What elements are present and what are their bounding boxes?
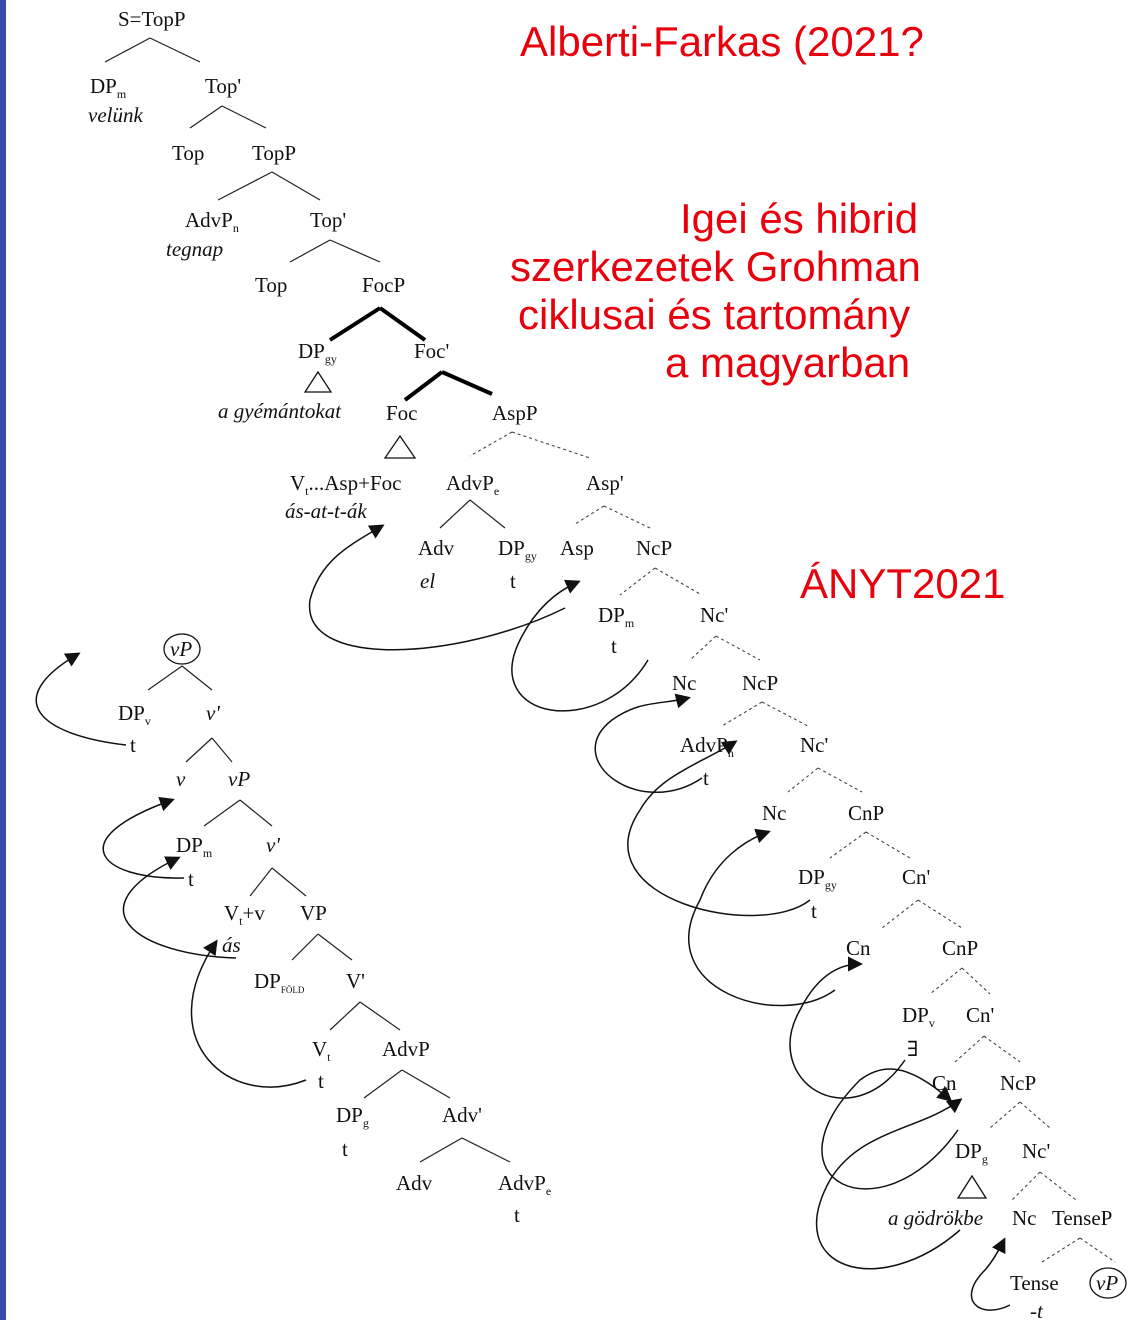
trace-dp-m-diag: t xyxy=(611,634,617,658)
exists-dp-v: ∃ xyxy=(907,1037,918,1061)
node-v-head: v xyxy=(176,767,186,791)
diagonal-tree: DPm t Nc' Nc NcP AdvPn t Nc' Nc CnP DPgy… xyxy=(598,603,1127,1320)
node-nc-1: Nc xyxy=(672,671,697,695)
node-adv-bar: Adv' xyxy=(442,1103,482,1127)
node-s-topp: S=TopP xyxy=(118,7,186,31)
node-focp: FocP xyxy=(362,273,405,297)
node-ncp-3: NcP xyxy=(1000,1071,1036,1095)
node-dp-m: DPm xyxy=(90,74,127,101)
node-dp-v-diag: DPv xyxy=(902,1003,935,1030)
word-a-godrokbe: a gödrökbe xyxy=(888,1206,983,1230)
trace-dp-gy-diag: t xyxy=(811,899,817,923)
word-el: el xyxy=(420,569,435,593)
node-nc-bar-2: Nc' xyxy=(800,733,828,757)
node-dp-g-left: DPg xyxy=(336,1103,369,1130)
node-adv: Adv xyxy=(418,536,455,560)
node-cn-bar-2: Cn' xyxy=(966,1003,994,1027)
node-asp: Asp xyxy=(560,536,594,560)
node-dp-gy-2: DPgy xyxy=(498,536,537,563)
node-top-bar-2: Top' xyxy=(310,208,346,232)
node-foc: Foc xyxy=(386,401,418,425)
node-dp-gy-diag: DPgy xyxy=(798,865,837,892)
node-cn-2: Cn xyxy=(932,1071,957,1095)
node-top-1: Top xyxy=(172,141,204,165)
node-v-bar-2: v' xyxy=(266,833,280,857)
trace-dp-v: t xyxy=(130,733,136,757)
node-aspp: AspP xyxy=(492,401,538,425)
node-dp-m-left: DPm xyxy=(176,833,213,860)
node-dp-g-diag: DPg xyxy=(955,1139,988,1166)
node-nc-2: Nc xyxy=(762,801,787,825)
trace-dp-g-left: t xyxy=(342,1137,348,1161)
movement-arrows xyxy=(35,524,1011,1311)
word-tegnap: tegnap xyxy=(166,237,223,261)
node-advp-n: AdvPn xyxy=(185,208,239,235)
node-adv-left: Adv xyxy=(396,1171,433,1195)
node-nc-bar-1: Nc' xyxy=(700,603,728,627)
node-vt-asp-foc: Vt...Asp+Foc xyxy=(290,471,401,498)
node-topp-2: TopP xyxy=(252,141,296,165)
node-tense: Tense xyxy=(1010,1271,1059,1295)
trace-advp-e: t xyxy=(514,1203,520,1227)
node-advp-e: AdvPe xyxy=(446,471,499,498)
node-nc-bar-3: Nc' xyxy=(1022,1139,1050,1163)
conference-label: ÁNYT2021 xyxy=(800,560,1006,607)
node-ncp-2: NcP xyxy=(742,671,778,695)
subtitle-line-2: szerkezetek Grohman xyxy=(510,243,921,290)
subtitle-line-1: Igei és hibrid xyxy=(680,195,919,242)
node-advp-e-left: AdvPe xyxy=(498,1171,551,1198)
node-ncp: NcP xyxy=(636,536,672,560)
node-vt-v: Vt+v xyxy=(224,901,265,928)
node-top-bar-1: Top' xyxy=(205,74,241,98)
word-as-at-t-ak: ás-at-t-ák xyxy=(285,499,367,523)
node-tensep: TenseP xyxy=(1052,1206,1112,1230)
trace-dp-m-left: t xyxy=(188,867,194,891)
slide-border xyxy=(0,0,6,1320)
node-advp: AdvP xyxy=(382,1037,430,1061)
node-vp-big: VP xyxy=(300,901,327,925)
node-dp-m-diag: DPm xyxy=(598,603,635,630)
slide-subtitle: Igei és hibrid szerkezetek Grohman ciklu… xyxy=(480,195,1130,387)
node-asp-bar: Asp' xyxy=(586,471,624,495)
left-tree: vP DPv t v' v vP DPm t v' Vt+v ás VP DPF… xyxy=(118,633,551,1227)
word-tense-t: -t xyxy=(1030,1299,1044,1320)
node-vp-circled: vP xyxy=(170,637,192,661)
subtitle-line-4: a magyarban xyxy=(665,339,911,386)
node-dp-fold: DPFÖLD xyxy=(254,969,305,995)
node-vp-circled-diag: vP xyxy=(1096,1271,1118,1295)
node-cnp-2: CnP xyxy=(942,936,978,960)
node-dp-v: DPv xyxy=(118,701,151,728)
node-cn-1: Cn xyxy=(846,936,871,960)
slide-title: Alberti-Farkas (2021? xyxy=(520,18,924,65)
node-top-2: Top xyxy=(255,273,287,297)
upper-tree: S=TopP DPm velünk Top' Top TopP AdvPn te… xyxy=(88,7,701,596)
word-a-gyemantokat: a gyémántokat xyxy=(218,399,342,423)
node-nc-3: Nc xyxy=(1012,1206,1037,1230)
node-vt: Vt xyxy=(312,1037,331,1064)
node-dp-gy: DPgy xyxy=(298,339,337,366)
trace-dp-gy: t xyxy=(510,569,516,593)
trace-vt: t xyxy=(318,1069,324,1093)
node-foc-bar: Foc' xyxy=(414,339,449,363)
node-advp-n-diag: AdvPn xyxy=(680,733,734,760)
node-cn-bar-1: Cn' xyxy=(902,865,930,889)
word-as: ás xyxy=(222,933,241,957)
trace-advp-n: t xyxy=(703,766,709,790)
subtitle-line-3: ciklusai és tartomány xyxy=(518,291,911,338)
node-v-bar-big: V' xyxy=(346,969,365,993)
node-vp-2: vP xyxy=(228,767,250,791)
node-cnp: CnP xyxy=(848,801,884,825)
node-v-bar-1: v' xyxy=(206,701,220,725)
word-velunk: velünk xyxy=(88,103,143,127)
